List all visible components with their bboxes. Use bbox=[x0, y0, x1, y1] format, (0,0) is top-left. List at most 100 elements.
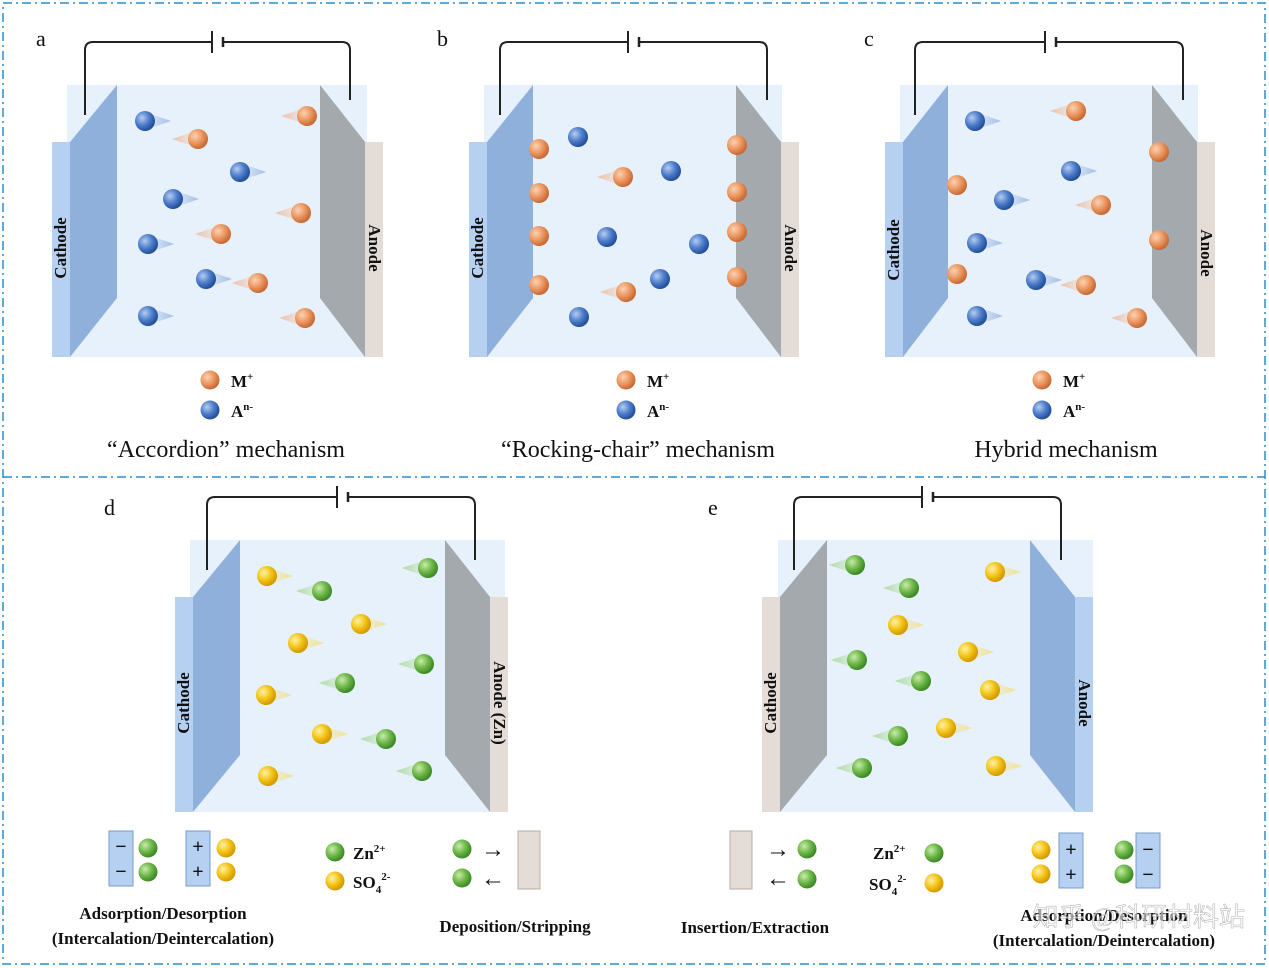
legend-label-sulfate-ion-e: SO42- bbox=[869, 873, 907, 898]
legend-c: M+ An- bbox=[1032, 370, 1085, 421]
zinc-ion-sphere bbox=[312, 581, 332, 601]
legend-label-sulfate-ion-d: SO42- bbox=[353, 871, 391, 896]
metal-cation-particle bbox=[1060, 275, 1096, 295]
op-label-intercalation-d: (Intercalation/Deintercalation) bbox=[52, 929, 274, 948]
battery-cell-c: Cathode Anode bbox=[884, 31, 1216, 357]
metal-cation-sphere bbox=[1076, 275, 1096, 295]
metal-cation-particle bbox=[727, 267, 747, 287]
metal-cation-sphere bbox=[1149, 142, 1169, 162]
anion-particle bbox=[597, 227, 617, 247]
adsorbed-zinc-ion-e-1 bbox=[1114, 840, 1134, 860]
legend-d: Zn2+ SO42- bbox=[325, 842, 391, 896]
zinc-ion-particle bbox=[831, 650, 867, 670]
zinc-ion-sphere bbox=[412, 761, 432, 781]
external-circuit-d bbox=[206, 496, 476, 570]
anion-sphere bbox=[597, 227, 617, 247]
anion-particle bbox=[967, 233, 1003, 253]
legend-metal-cation-b bbox=[616, 370, 636, 390]
anion-particle bbox=[965, 111, 1001, 131]
anode-face-d bbox=[445, 540, 490, 812]
cathode-face-d bbox=[193, 540, 240, 812]
metal-cation-particle bbox=[529, 183, 549, 203]
sulfate-ion-sphere bbox=[256, 685, 276, 705]
arrow-left-e: ← bbox=[766, 866, 790, 892]
legend-label-anion-b: An- bbox=[647, 401, 669, 421]
sulfate-ion-particle bbox=[257, 566, 293, 586]
metal-cation-particle bbox=[195, 224, 231, 244]
metal-cation-particle bbox=[172, 129, 208, 149]
legend-b: M+ An- bbox=[616, 370, 669, 421]
battery-cell-b: Cathode Anode bbox=[468, 31, 800, 357]
anion-particle bbox=[689, 234, 709, 254]
anion-particle bbox=[967, 306, 1003, 326]
sulfate-ion-sphere bbox=[986, 756, 1006, 776]
legend-label-metal-cation-a: M+ bbox=[231, 371, 253, 391]
panel-d: d Cathode Anode (Zn) − − + + Adsorptio bbox=[52, 486, 591, 948]
cathode-front-b bbox=[469, 142, 487, 357]
negative-electrode-block-e bbox=[1135, 832, 1161, 889]
external-circuit-a bbox=[84, 41, 351, 115]
sulfate-ion-sphere bbox=[958, 642, 978, 662]
ions-b bbox=[529, 127, 747, 327]
adsorbed-sulfate-ion-d-2 bbox=[216, 862, 236, 882]
caption-a: “Accordion” mechanism bbox=[107, 437, 345, 463]
zinc-ion-particle bbox=[398, 654, 434, 674]
battery-cell-e: Cathode Anode bbox=[761, 486, 1094, 812]
op-label-intercalation-e: (Intercalation/Deintercalation) bbox=[993, 931, 1215, 950]
legend-label-zinc-ion-e: Zn2+ bbox=[873, 843, 906, 863]
metal-cation-sphere bbox=[529, 139, 549, 159]
anode-face-b bbox=[736, 85, 781, 357]
anion-sphere bbox=[163, 189, 183, 209]
sulfate-ion-sphere bbox=[258, 766, 278, 786]
metal-cation-sphere bbox=[1127, 308, 1147, 328]
arrow-right-e: → bbox=[766, 837, 790, 863]
op-label-deposition-d: Deposition/Stripping bbox=[439, 917, 591, 936]
cathode-front-e bbox=[762, 597, 780, 812]
cathode-label-d: Cathode bbox=[174, 672, 193, 734]
metal-cation-sphere bbox=[1091, 195, 1111, 215]
depositing-zinc-ion-d bbox=[452, 839, 472, 859]
zinc-ion-sphere bbox=[845, 555, 865, 575]
metal-cation-particle bbox=[1050, 101, 1086, 121]
metal-cation-particle bbox=[275, 203, 311, 223]
sulfate-ion-particle bbox=[980, 680, 1016, 700]
legend-zinc-ion-d bbox=[325, 842, 345, 862]
anion-particle bbox=[163, 189, 199, 209]
cathode-block-e bbox=[729, 830, 753, 890]
op-label-adsorption-d: Adsorption/Desorption bbox=[79, 904, 247, 923]
watermark: 知乎 @科研材料站 bbox=[1033, 903, 1245, 932]
anion-sphere bbox=[138, 234, 158, 254]
zinc-ion-sphere bbox=[852, 758, 872, 778]
anode-face-e bbox=[1030, 540, 1075, 812]
anode-front-c bbox=[1197, 142, 1215, 357]
cathode-face-c bbox=[903, 85, 948, 357]
anion-sphere bbox=[994, 190, 1014, 210]
metal-cation-particle bbox=[597, 167, 633, 187]
cathode-label-e: Cathode bbox=[761, 672, 780, 734]
anion-sphere bbox=[1061, 161, 1081, 181]
minus-sign-e-2: − bbox=[1142, 864, 1153, 886]
zinc-ion-sphere bbox=[888, 726, 908, 746]
legend-anion-a bbox=[200, 400, 220, 420]
anion-particle bbox=[568, 127, 588, 147]
metal-cation-sphere bbox=[1066, 101, 1086, 121]
anion-sphere bbox=[661, 161, 681, 181]
metal-cation-particle bbox=[529, 139, 549, 159]
metal-cation-particle bbox=[947, 264, 967, 284]
sulfate-ion-particle bbox=[256, 685, 292, 705]
anion-sphere bbox=[569, 307, 589, 327]
anion-sphere bbox=[965, 111, 985, 131]
minus-sign-d-1: − bbox=[115, 836, 126, 858]
zinc-ion-particle bbox=[829, 555, 865, 575]
arrow-right-d: → bbox=[481, 837, 505, 863]
zinc-ion-particle bbox=[396, 761, 432, 781]
anion-sphere bbox=[967, 306, 987, 326]
anion-particle bbox=[138, 306, 174, 326]
adsorbed-zinc-ion-d-1 bbox=[138, 838, 158, 858]
legend-a: M+ An- bbox=[200, 370, 253, 421]
battery-cell-d: Cathode Anode (Zn) bbox=[174, 486, 509, 812]
legend-label-zinc-ion-d: Zn2+ bbox=[353, 843, 386, 863]
metal-cation-particle bbox=[1149, 142, 1169, 162]
zinc-ion-particle bbox=[402, 558, 438, 578]
